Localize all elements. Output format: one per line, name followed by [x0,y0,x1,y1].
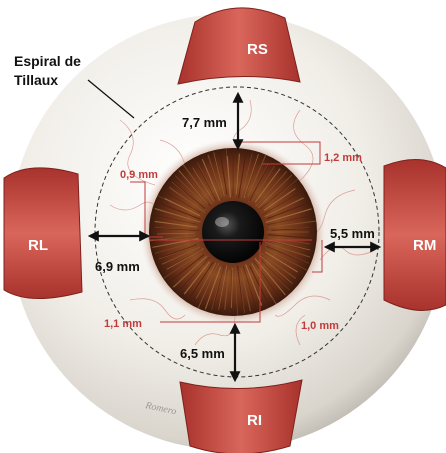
tendon-inferior: 1,1 mm [104,318,142,330]
distance-medial: 5,5 mm [330,226,375,241]
muscle-lateral [4,168,82,299]
tendon-lateral: 0,9 mm [120,169,158,181]
distance-inferior: 6,5 mm [180,346,225,361]
muscle-medial [384,159,446,310]
distance-lateral: 6,9 mm [95,259,140,274]
muscle-label-rl: RL [28,237,48,254]
tendon-superior: 1,2 mm [324,152,362,164]
pupil [202,201,264,263]
muscle-label-rm: RM [413,237,436,254]
pupil-highlight [215,217,229,227]
tendon-medial: 1,0 mm [301,320,339,332]
muscle-label-ri: RI [247,412,262,429]
muscle-label-rs: RS [247,41,268,58]
muscle-inferior [180,380,302,453]
callout-line-2: Tillaux [14,72,58,88]
callout-line-1: Espiral de [14,53,81,69]
distance-superior: 7,7 mm [182,115,227,130]
